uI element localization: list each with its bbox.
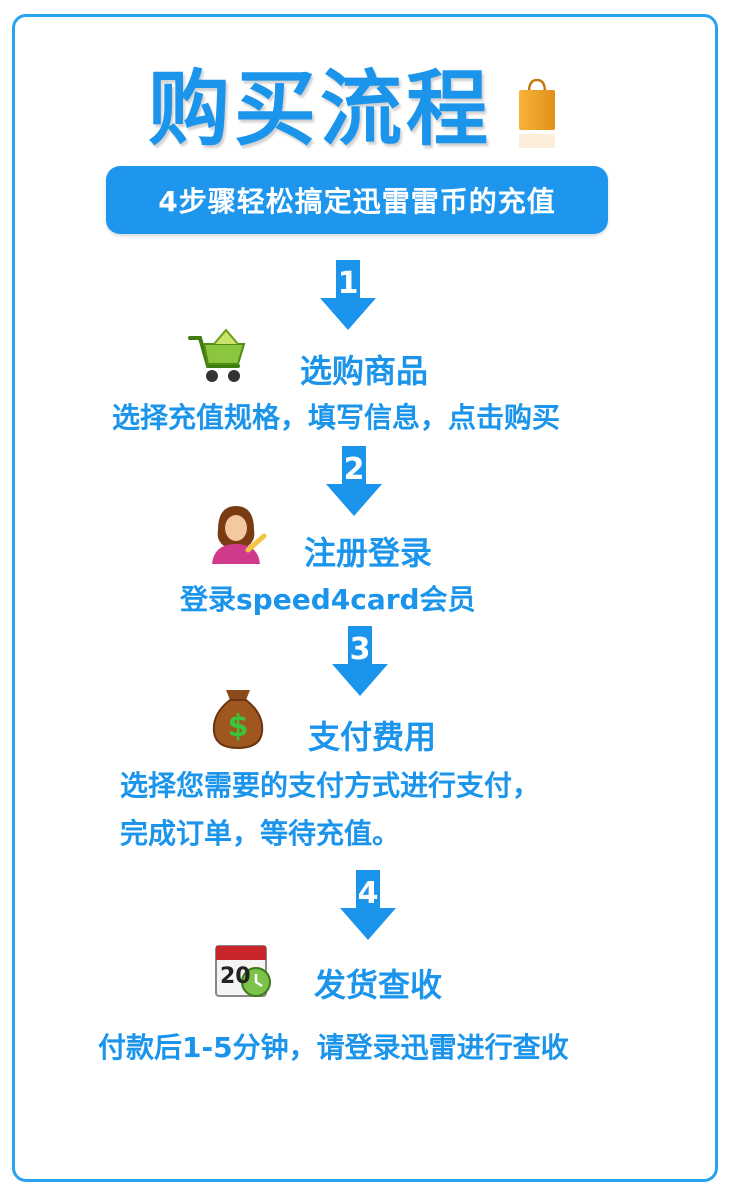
subtitle-banner: 4步骤轻松搞定迅雷雷币的充值 bbox=[106, 166, 608, 234]
step-number: 3 bbox=[349, 632, 371, 667]
shopping-bag-icon bbox=[519, 78, 555, 148]
step-1-desc: 选择充值规格，填写信息，点击购买 bbox=[112, 401, 561, 434]
step-3-title: 支付费用 bbox=[308, 718, 437, 756]
step-4-title: 发货查收 bbox=[314, 966, 443, 1004]
step-1-title: 选购商品 bbox=[300, 352, 429, 390]
step-number: 1 bbox=[337, 266, 359, 301]
down-arrow-icon bbox=[340, 870, 396, 940]
money-bag-icon: $ bbox=[212, 690, 264, 750]
down-arrow-icon bbox=[326, 446, 382, 516]
step-2-arrow: 2 bbox=[324, 446, 384, 518]
step-number: 4 bbox=[357, 876, 379, 911]
page-title: 购买流程 bbox=[147, 62, 492, 157]
step-3-desc-line1: 选择您需要的支付方式进行支付， bbox=[120, 769, 541, 802]
step-4-arrow: 4 bbox=[338, 870, 398, 942]
down-arrow-icon bbox=[320, 260, 376, 330]
svg-text:$: $ bbox=[228, 709, 249, 744]
step-2-desc: 登录speed4card会员 bbox=[180, 583, 476, 616]
step-4-desc: 付款后1-5分钟，请登录迅雷进行查收 bbox=[98, 1031, 569, 1064]
down-arrow-icon bbox=[332, 626, 388, 696]
calendar-clock-icon: 20 bbox=[212, 942, 276, 1000]
calendar-day: 20 bbox=[220, 964, 251, 989]
shopping-cart-icon bbox=[188, 328, 246, 382]
step-3-arrow: 3 bbox=[330, 626, 390, 698]
step-1-arrow: 1 bbox=[318, 260, 378, 332]
user-avatar-icon bbox=[212, 506, 267, 564]
step-3-desc-line2: 完成订单，等待充值。 bbox=[120, 817, 401, 850]
calendar-icon bbox=[215, 945, 271, 997]
step-2-title: 注册登录 bbox=[304, 534, 433, 572]
step-number: 2 bbox=[343, 452, 365, 487]
